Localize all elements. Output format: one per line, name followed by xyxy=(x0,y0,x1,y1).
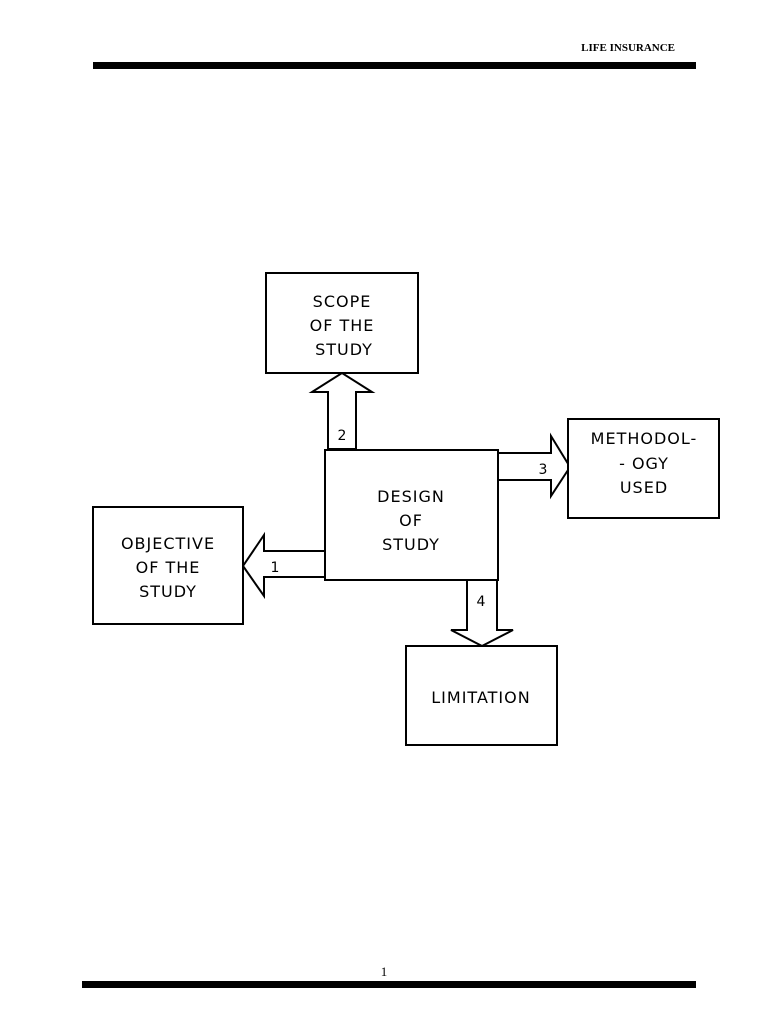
methodology-label-line-3: USED xyxy=(620,478,668,497)
arrow-to-methodology xyxy=(497,432,572,500)
objective-label-line-3: STUDY xyxy=(139,582,197,601)
methodology-label-line-1: METHODOL- xyxy=(591,429,698,448)
page-number: 1 xyxy=(380,964,388,979)
design-label-line-1: DESIGN xyxy=(377,487,445,506)
scope-label-line-2: OF THE xyxy=(310,316,375,335)
design-box xyxy=(324,449,499,581)
design-label-line-3: STUDY xyxy=(382,535,440,554)
methodology-box xyxy=(567,418,720,519)
arrow-to-objective xyxy=(241,531,326,600)
scope-label-line-3: STUDY xyxy=(315,340,373,359)
objective-label-line-1: OBJECTIVE xyxy=(121,534,215,553)
arrow-number-3: 3 xyxy=(539,462,548,478)
header-rule xyxy=(93,62,696,69)
limitation-box xyxy=(405,645,558,746)
limitation-label: LIMITATION xyxy=(431,688,530,707)
scope-label-line-1: SCOPE xyxy=(313,292,372,311)
arrow-to-limitation xyxy=(450,579,514,648)
design-label-line-2: OF xyxy=(399,511,423,530)
footer-rule xyxy=(82,981,696,988)
arrow-number-4: 4 xyxy=(477,594,486,610)
objective-label-line-2: OF THE xyxy=(136,558,201,577)
arrow-number-2: 2 xyxy=(338,428,347,444)
scope-box xyxy=(265,272,419,374)
methodology-label-line-2: - OGY xyxy=(619,454,669,473)
arrow-number-1: 1 xyxy=(271,560,280,576)
header-title: LIFE INSURANCE xyxy=(581,42,675,54)
objective-box xyxy=(92,506,244,625)
arrow-to-scope xyxy=(308,371,376,450)
